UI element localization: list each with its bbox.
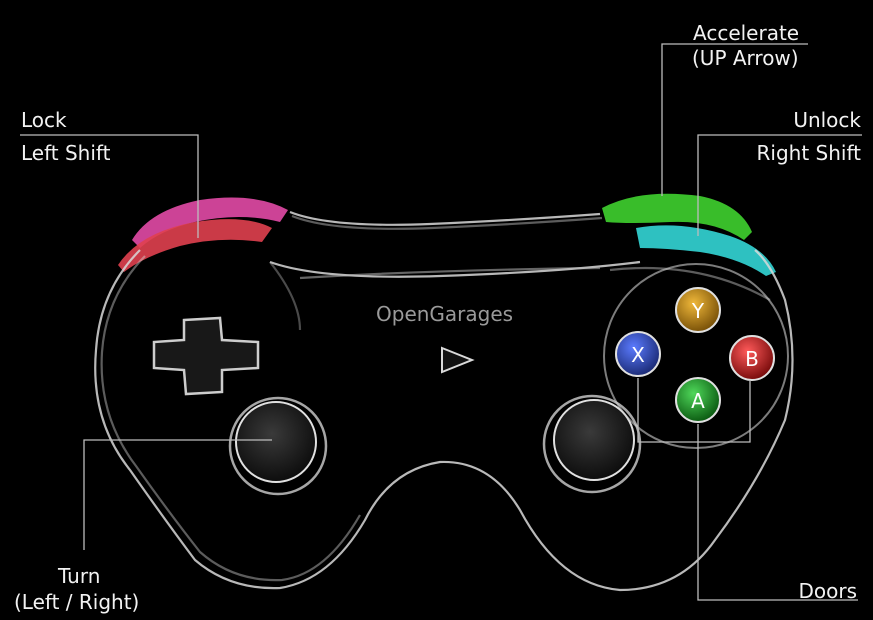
lock-label: Lock [21,108,67,132]
callout-lines [20,43,862,601]
left-bumpers [118,197,288,272]
turn-callout [83,439,272,550]
unlock-callout [697,134,862,236]
doors-callout [697,424,858,601]
doors-label: Doors [798,579,857,603]
button-x [615,331,661,377]
controller-body [94,210,794,592]
button-y-label: Y [691,299,705,323]
face-button-cluster: X Y A B [603,263,789,449]
button-a-label: A [691,389,705,413]
turn-label: Turn [58,564,101,588]
start-arrow-icon [441,346,475,374]
accelerate-label: Accelerate [693,21,800,45]
button-b-label: B [745,347,759,371]
button-a [675,377,721,423]
left-right-label: (Left / Right) [14,590,140,614]
unlock-label: Unlock [793,108,861,132]
button-b [729,335,775,381]
brand-label: OpenGarages [376,302,514,326]
accelerate-callout [661,43,808,196]
left-thumbstick [228,396,328,496]
button-y [675,287,721,333]
up-arrow-label: (UP Arrow) [692,46,799,70]
button-x-label: X [631,343,645,367]
lock-callout [20,134,199,238]
right-thumbstick [542,394,642,494]
right-bumpers [602,193,776,276]
doors-bracket [637,378,751,443]
left-shift-label: Left Shift [21,141,111,165]
right-shift-label: Right Shift [756,141,861,165]
dpad-icon [152,316,260,396]
